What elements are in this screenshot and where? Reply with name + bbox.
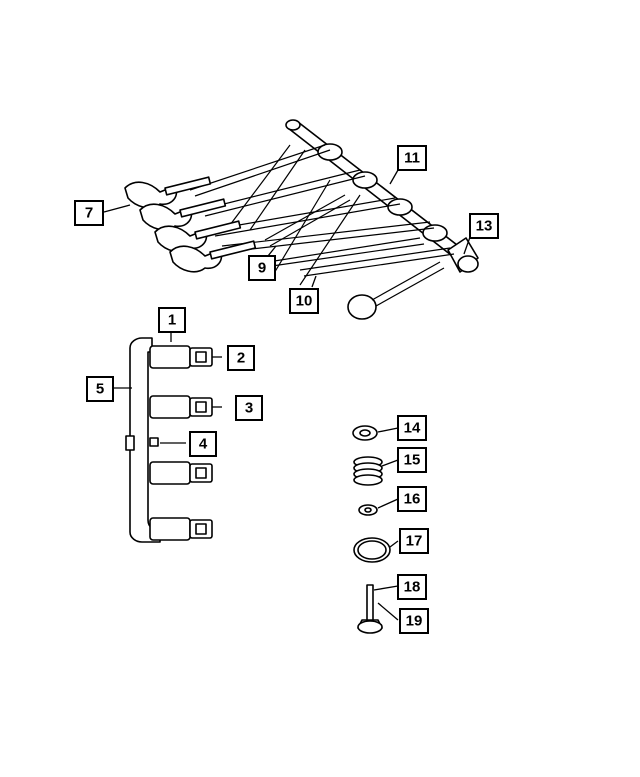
callout-11: 11 bbox=[397, 145, 427, 171]
callout-9: 9 bbox=[248, 255, 276, 281]
callout-15: 15 bbox=[397, 447, 427, 473]
leader-lines bbox=[103, 169, 471, 621]
callout-14-label: 14 bbox=[404, 420, 421, 437]
callout-19-label: 19 bbox=[406, 613, 423, 630]
callout-16: 16 bbox=[397, 486, 427, 512]
callout-14: 14 bbox=[397, 415, 427, 441]
callout-5-label: 5 bbox=[96, 381, 104, 398]
callout-9-label: 9 bbox=[258, 260, 266, 277]
callout-7: 7 bbox=[74, 200, 104, 226]
callout-15-label: 15 bbox=[404, 452, 421, 469]
callout-3-label: 3 bbox=[245, 400, 253, 417]
callout-18-label: 18 bbox=[404, 579, 421, 596]
callout-11-label: 11 bbox=[404, 150, 420, 167]
coil-harness bbox=[125, 337, 213, 543]
callout-19: 19 bbox=[399, 608, 429, 634]
callout-1: 1 bbox=[158, 307, 186, 333]
rocker-assembly bbox=[124, 119, 479, 320]
callout-5: 5 bbox=[86, 376, 114, 402]
callout-13-label: 13 bbox=[476, 218, 493, 235]
callout-17-label: 17 bbox=[406, 533, 423, 550]
callout-4: 4 bbox=[189, 431, 217, 457]
callout-17: 17 bbox=[399, 528, 429, 554]
callout-10-label: 10 bbox=[296, 293, 313, 310]
callout-7-label: 7 bbox=[85, 205, 93, 222]
callout-2-label: 2 bbox=[237, 350, 245, 367]
callout-16-label: 16 bbox=[404, 491, 421, 508]
callout-3: 3 bbox=[235, 395, 263, 421]
callout-4-label: 4 bbox=[199, 436, 208, 453]
callout-1-label: 1 bbox=[168, 312, 176, 329]
callout-13: 13 bbox=[469, 213, 499, 239]
valve-components bbox=[352, 425, 391, 634]
callout-2: 2 bbox=[227, 345, 255, 371]
callout-10: 10 bbox=[289, 288, 319, 314]
callout-18: 18 bbox=[397, 574, 427, 600]
